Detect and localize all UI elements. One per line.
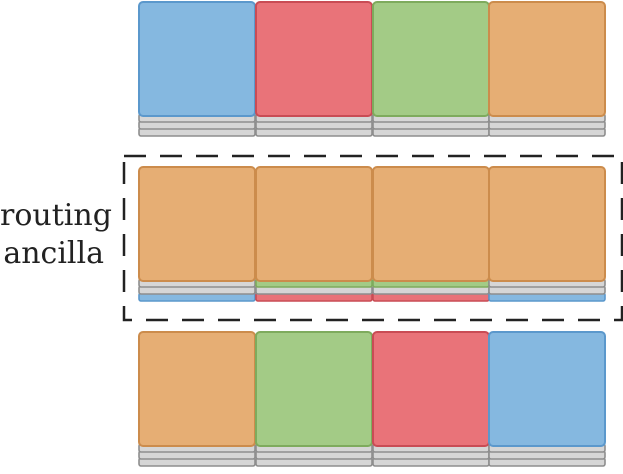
tile-routing-2-orange [255, 166, 373, 282]
tile-bottom-3-red [372, 331, 490, 447]
routing-ancilla-dashed-box [122, 154, 623, 322]
tile-bottom-1-orange [138, 331, 256, 447]
tile-top-2-red [255, 1, 373, 117]
tile-routing-1-orange [138, 166, 256, 282]
tile-top-1-blue [138, 1, 256, 117]
tile-top-4-orange [488, 1, 606, 117]
tile-bottom-4-blue [488, 331, 606, 447]
tile-routing-3-orange [372, 166, 490, 282]
tile-top-3-green [372, 1, 490, 117]
tile-routing-4-orange [488, 166, 606, 282]
tile-bottom-2-green [255, 331, 373, 447]
routing-label-line1: routing [0, 198, 112, 233]
routing-label-line2: ancilla [3, 236, 104, 271]
